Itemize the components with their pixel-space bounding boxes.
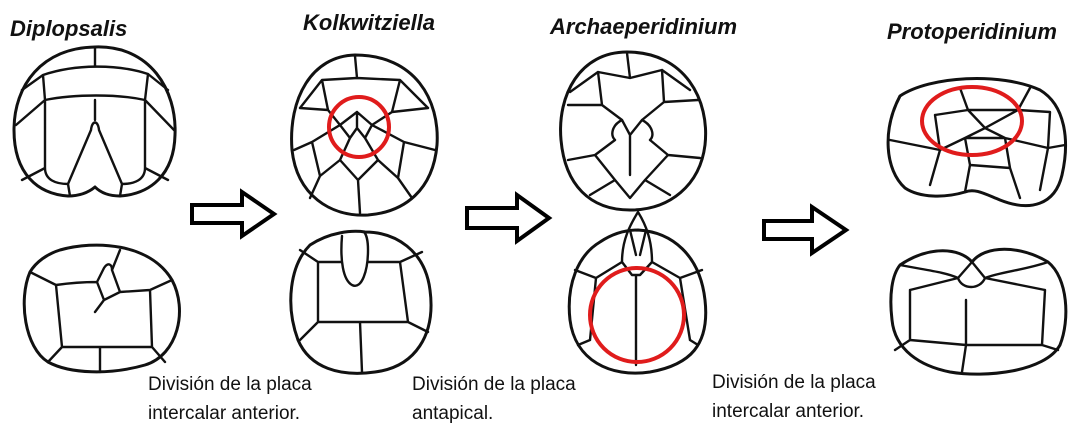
diplopsalis-apical-view [12,45,177,198]
right-arrow-icon-3 [762,203,850,257]
protoperidinium-apical-view [886,77,1068,208]
kolkwitziella-apical-view [290,53,439,217]
right-arrow-icon-1 [190,188,278,240]
protoperidinium-antapical-view [889,247,1068,376]
archaeperidinium-antapical-view [567,210,708,375]
kolkwitziella-antapical-view [289,229,433,375]
caption-2-line-1: División de la placa [412,374,576,395]
archaeperidinium-apical-view [559,50,708,212]
genus-title-archaeperidinium: Archaeperidinium [550,14,738,39]
genus-title-diplopsalis: Diplopsalis [10,16,128,41]
genus-title-kolkwitziella: Kolkwitziella [303,10,436,35]
right-arrow-icon-2 [465,191,553,245]
caption-3-line-1: División de la placa [712,372,876,393]
caption-1-line-2: intercalar anterior. [148,403,301,424]
caption-transition-1: División de la placa intercalar anterior… [148,370,312,428]
caption-2-line-2: antapical. [412,403,494,424]
genus-title-protoperidinium: Protoperidinium [887,19,1057,44]
caption-transition-2: División de la placa antapical. [412,370,576,428]
caption-1-line-1: División de la placa [148,374,312,395]
diplopsalis-antapical-view [22,243,181,374]
caption-transition-3: División de la placa intercalar anterior… [712,368,876,426]
caption-3-line-2: intercalar anterior. [712,401,865,422]
